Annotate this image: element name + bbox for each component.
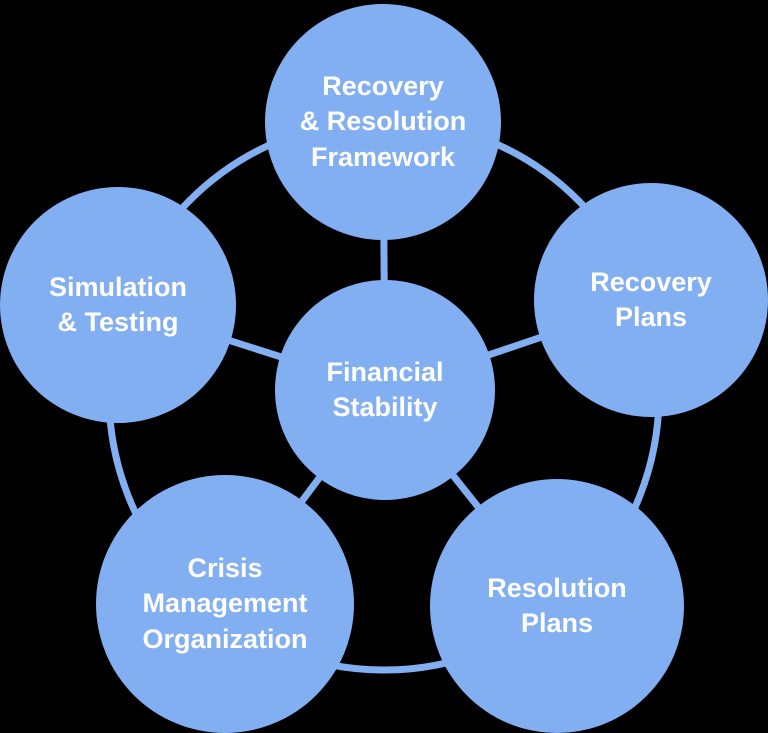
node-recovery-resolution-framework: Recovery & Resolution Framework <box>265 4 501 240</box>
node-recovery-plans-label: Recovery Plans <box>590 266 712 332</box>
node-recovery-resolution-framework-label: Recovery & Resolution Framework <box>299 71 467 172</box>
node-crisis-management-organization-label: Crisis Management Organization <box>142 553 308 654</box>
node-resolution-plans-label: Resolution Plans <box>487 572 627 638</box>
node-resolution-plans: Resolution Plans <box>430 479 684 733</box>
node-recovery-plans: Recovery Plans <box>534 183 768 417</box>
node-crisis-management-organization: Crisis Management Organization <box>96 475 354 733</box>
node-financial-stability-label: Financial Stability <box>326 356 444 422</box>
node-simulation-testing-label: Simulation & Testing <box>48 271 187 337</box>
node-simulation-testing: Simulation & Testing <box>0 187 236 423</box>
node-financial-stability: Financial Stability <box>275 280 495 500</box>
